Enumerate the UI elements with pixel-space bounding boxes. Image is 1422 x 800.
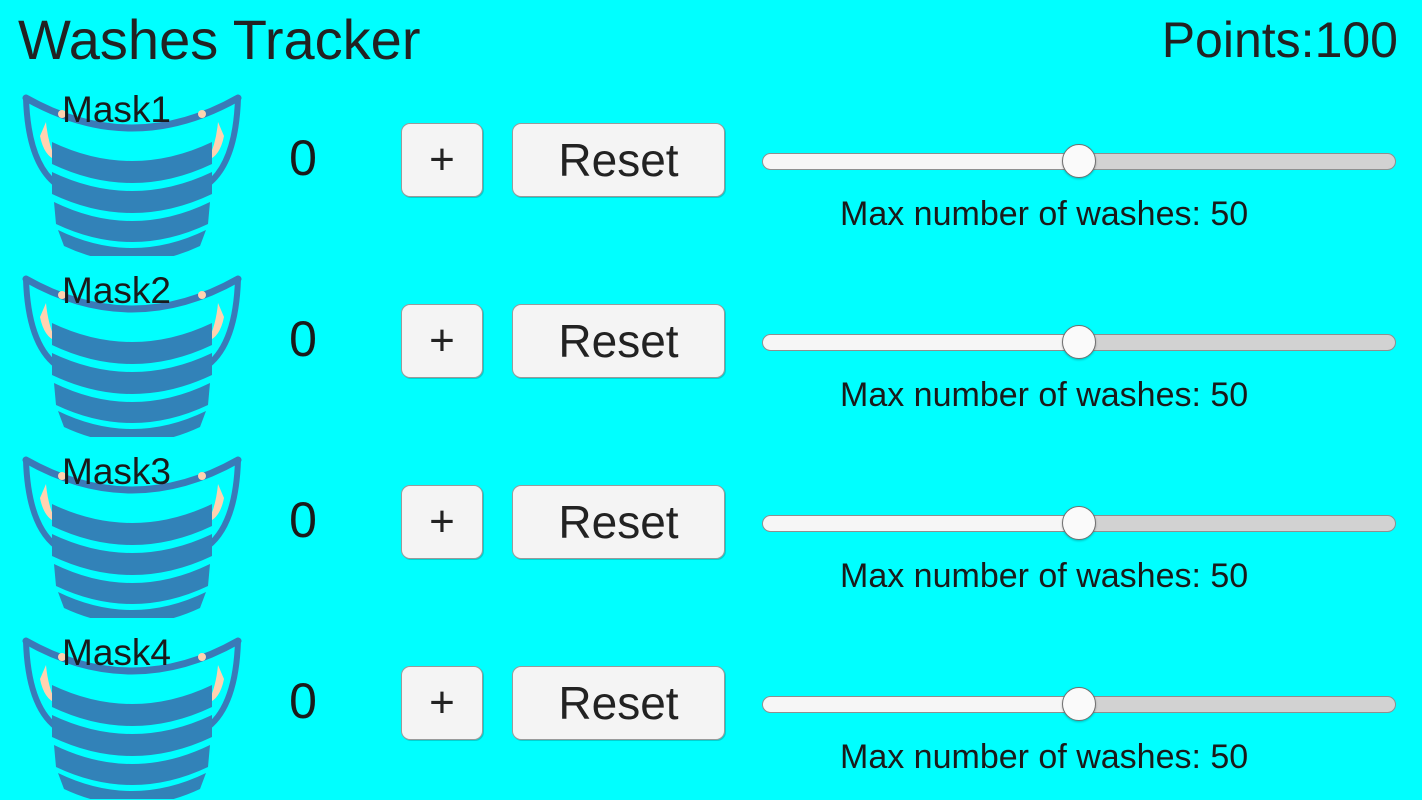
mask-icon	[12, 265, 252, 437]
slider-thumb[interactable]	[1062, 325, 1096, 359]
max-washes-slider[interactable]	[762, 144, 1396, 178]
max-washes-slider[interactable]	[762, 506, 1396, 540]
wash-count: 0	[289, 130, 317, 186]
slider-thumb[interactable]	[1062, 144, 1096, 178]
slider-fill	[763, 335, 1079, 350]
slider-thumb[interactable]	[1062, 687, 1096, 721]
increment-button[interactable]: +	[401, 304, 483, 378]
points-label: Points:	[1161, 12, 1315, 68]
mask-label: Mask1	[62, 89, 171, 130]
slider-caption: Max number of washes: 50	[840, 557, 1249, 595]
mask-row: Mask3 0 + Reset Max number of washes: 50	[0, 444, 1422, 625]
slider-fill	[763, 516, 1079, 531]
slider-caption: Max number of washes: 50	[840, 376, 1249, 414]
page-title: Washes Tracker	[18, 8, 421, 71]
mask-icon	[12, 84, 252, 256]
mask-label: Mask3	[62, 451, 171, 492]
wash-count: 0	[289, 492, 317, 548]
wash-count: 0	[289, 673, 317, 729]
mask-row: Mask1 0 + Reset Max number of washes: 50	[0, 82, 1422, 263]
mask-row: Mask2 0 + Reset Max number of washes: 50	[0, 263, 1422, 444]
points-display: Points:100	[1162, 10, 1398, 70]
points-value: 100	[1314, 12, 1398, 68]
mask-label: Mask2	[62, 270, 171, 311]
max-washes-slider[interactable]	[762, 687, 1396, 721]
reset-button[interactable]: Reset	[512, 666, 725, 740]
mask-row: Mask4 0 + Reset Max number of washes: 50	[0, 625, 1422, 800]
slider-fill	[763, 697, 1079, 712]
increment-button[interactable]: +	[401, 485, 483, 559]
slider-caption: Max number of washes: 50	[840, 738, 1249, 776]
reset-button[interactable]: Reset	[512, 304, 725, 378]
slider-caption: Max number of washes: 50	[840, 195, 1249, 233]
increment-button[interactable]: +	[401, 666, 483, 740]
mask-icon	[12, 446, 252, 618]
slider-fill	[763, 154, 1079, 169]
max-washes-slider[interactable]	[762, 325, 1396, 359]
increment-button[interactable]: +	[401, 123, 483, 197]
app-header: Washes Tracker Points:100	[0, 0, 1422, 82]
wash-count: 0	[289, 311, 317, 367]
slider-thumb[interactable]	[1062, 506, 1096, 540]
reset-button[interactable]: Reset	[512, 123, 725, 197]
mask-icon	[12, 627, 252, 799]
mask-label: Mask4	[62, 632, 171, 673]
reset-button[interactable]: Reset	[512, 485, 725, 559]
